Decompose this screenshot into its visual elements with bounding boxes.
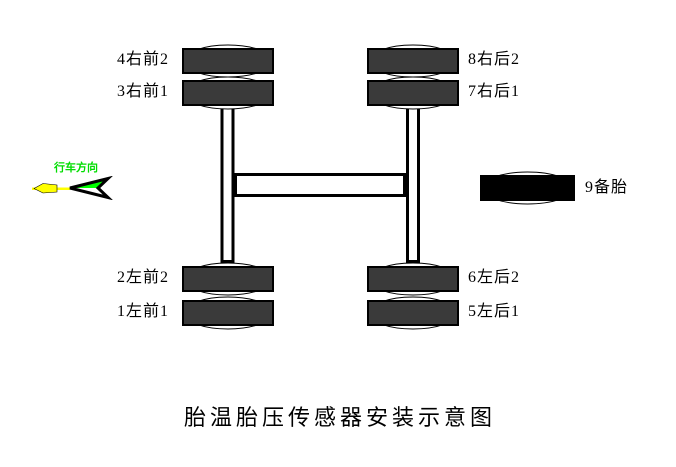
tire-8-right-rear-outer-icon <box>367 44 459 78</box>
spare-tire-icon <box>480 171 575 205</box>
tire-5-label: 5左后1 <box>468 303 521 320</box>
tire-6-label: 6左后2 <box>468 269 521 286</box>
tire-4-right-front-outer-icon <box>182 44 274 78</box>
tire-1-left-front-inner-icon <box>182 296 274 330</box>
left-axle-beam <box>220 104 235 263</box>
right-axle-beam <box>406 104 420 263</box>
tire-3-label: 3右前1 <box>117 83 170 100</box>
tire-2-label: 2左前2 <box>117 269 170 286</box>
diagram-title: 胎温胎压传感器安装示意图 <box>183 405 496 430</box>
spare-tire-label: 9备胎 <box>585 179 629 196</box>
tire-7-right-rear-inner-icon <box>367 76 459 110</box>
chassis-frame <box>220 104 420 263</box>
driving-direction-label: 行车方向 <box>54 162 98 174</box>
tire-1-label: 1左前1 <box>117 303 170 320</box>
tire-2-left-front-outer-icon <box>182 262 274 296</box>
tire-7-label: 7右后1 <box>468 83 521 100</box>
tire-6-left-rear-outer-icon <box>367 262 459 296</box>
driving-direction-arrow-icon <box>32 176 113 200</box>
tire-5-left-rear-inner-icon <box>367 296 459 330</box>
axle-crossbar <box>234 173 406 197</box>
tire-4-label: 4右前2 <box>117 51 170 68</box>
tire-8-label: 8右后2 <box>468 51 521 68</box>
tire-3-right-front-inner-icon <box>182 76 274 110</box>
